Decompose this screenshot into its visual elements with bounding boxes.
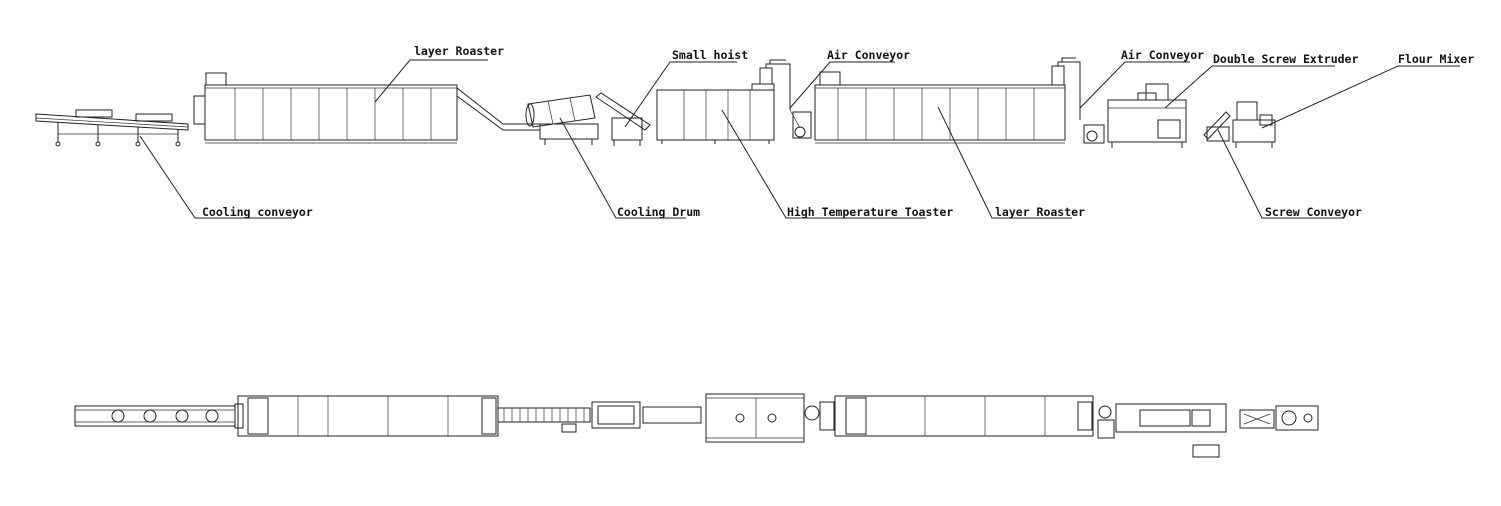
plan-double-screw-extruder	[1097, 403, 1227, 458]
plan-view	[74, 393, 1319, 458]
cooling-conveyor	[35, 109, 189, 147]
air-conveyor-1	[759, 59, 812, 139]
small-hoist	[595, 92, 651, 146]
plan-cooling-conveyor	[74, 403, 244, 429]
label-air-conveyor-1: Air Conveyor	[827, 48, 910, 62]
layer-roaster-left	[193, 72, 540, 144]
layer-roaster-right	[814, 71, 1066, 144]
label-cooling-drum: Cooling Drum	[617, 205, 700, 219]
double-screw-extruder	[1107, 83, 1187, 148]
high-temperature-toaster	[656, 83, 775, 144]
plan-cooling-drum	[591, 401, 702, 429]
cooling-drum	[525, 94, 599, 145]
label-small-hoist: Small hoist	[672, 48, 748, 62]
label-screw-conveyor: Screw Conveyor	[1265, 205, 1362, 219]
side-elevation-view: layer Roaster Small hoist Air Conveyor A…	[35, 44, 1474, 219]
label-layer-roaster-bottom: layer Roaster	[995, 205, 1085, 219]
plan-high-temperature-toaster	[705, 393, 835, 443]
label-air-conveyor-2: Air Conveyor	[1121, 48, 1204, 62]
plan-transfer-conveyor	[497, 407, 591, 433]
label-high-temperature-toaster: High Temperature Toaster	[787, 205, 953, 219]
label-layer-roaster-top: layer Roaster	[414, 44, 504, 58]
leader-lines	[139, 59, 1460, 219]
plan-layer-roaster-right	[834, 395, 1094, 437]
label-flour-mixer: Flour Mixer	[1398, 52, 1474, 66]
label-double-screw-extruder: Double Screw Extruder	[1213, 52, 1358, 66]
plan-flour-mixer	[1239, 405, 1319, 431]
air-conveyor-2	[1051, 57, 1105, 144]
screw-conveyor	[1203, 111, 1231, 142]
flour-mixer	[1232, 101, 1276, 148]
plan-layer-roaster-left	[237, 395, 499, 437]
label-cooling-conveyor: Cooling conveyor	[202, 205, 313, 219]
